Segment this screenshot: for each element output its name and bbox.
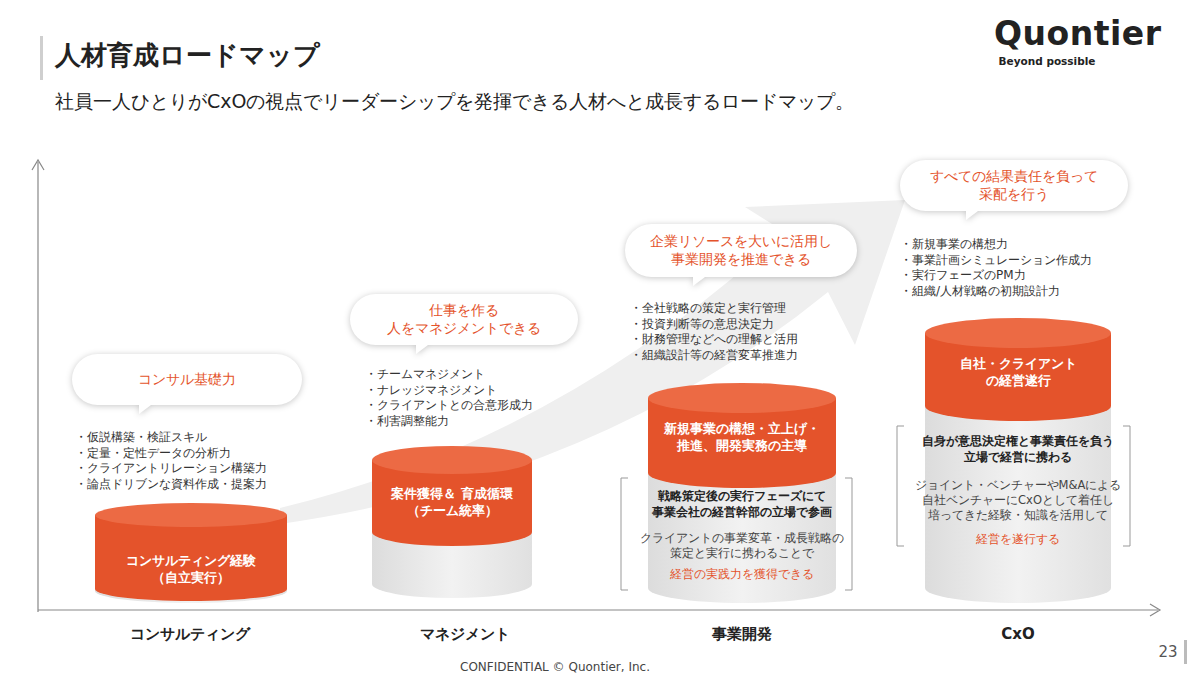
skill-bullet: ・事業計画シミュレーション作成力 <box>900 252 1092 269</box>
axis-label: 事業開発 <box>592 625 892 644</box>
axis-label: マネジメント <box>315 625 615 644</box>
footer: CONFIDENTIAL © Quontier, Inc. <box>405 660 705 674</box>
skill-cylinder: 案件獲得＆ 育成循環（チーム統率） <box>372 446 532 598</box>
subtitle: 社員一人ひとりがCxOの視点でリーダーシップを発揮できる人材へと成長するロードマ… <box>55 89 854 115</box>
cylinder-note: 戦略策定後の実行フェーズにて 事業会社の経営幹部の立場で参画 <box>636 489 848 520</box>
logo: Quontier <box>994 14 1161 53</box>
bubble-text: 企業リソースを大いに活用し 事業開発を推進できる <box>636 233 846 268</box>
skill-bullet: ・チームマネジメント <box>365 366 485 383</box>
skill-bullet: ・クライアントリレーション構築力 <box>75 460 267 477</box>
bracket <box>621 478 628 590</box>
axis-label: CxO <box>868 625 1168 643</box>
title-bar <box>40 36 43 80</box>
skill-bullet: ・クライアントとの合意形成力 <box>365 397 533 414</box>
cylinder-body <box>95 515 287 603</box>
skill-bullet: ・組織設計等の経営変革推進力 <box>630 347 798 364</box>
speech-bubble: 仕事を作る 人をマネジメントできる <box>350 294 578 354</box>
skill-bullet: ・ナレッジマネジメント <box>365 382 497 399</box>
skill-bullet: ・全社戦略の策定と実行管理 <box>630 300 786 317</box>
page-title: 人材育成ロードマップ <box>55 38 320 73</box>
axis-label: コンサルティング <box>40 625 340 644</box>
skill-bullet: ・組織/人材戦略の初期設計力 <box>900 283 1060 300</box>
cylinder-note: 自身が意思決定権と事業責任を負う 立場で経営に携わる <box>909 434 1127 465</box>
cylinder-note: ジョイント・ベンチャーやM&Aによる 自社ベンチャーにCxOとして着任し 培って… <box>909 478 1127 523</box>
bracket <box>1123 426 1130 546</box>
y-axis-head <box>32 160 44 170</box>
cylinder-title: 新規事業の構想・立上げ・ 推進、開発実務の主導 <box>650 421 834 455</box>
bubble-text: 仕事を作る 人をマネジメントできる <box>361 302 567 337</box>
cylinder-note: 経営の実践力を獲得できる <box>648 567 836 583</box>
bubble-outline <box>625 224 857 286</box>
bracket <box>845 478 852 590</box>
bubble-text: コンサル基礎力 <box>83 371 291 389</box>
x-axis <box>38 609 1158 610</box>
skill-bullet: ・利害調整能力 <box>365 413 449 430</box>
skill-bullet: ・定量・定性データの分析力 <box>75 445 231 462</box>
page-number: 23 <box>1018 643 1200 661</box>
skill-bullet: ・論点ドリブンな資料作成・提案力 <box>75 476 267 493</box>
skill-bullet: ・実行フェーズのPM力 <box>900 267 1026 284</box>
cylinder-body <box>372 460 532 598</box>
cylinder-note: クライアントの事業変革・成長戦略の 策定と実行に携わることで <box>636 531 848 561</box>
cylinder-body <box>925 333 1111 603</box>
cylinder-band <box>95 515 287 601</box>
skill-bullet: ・財務管理などへの理解と活用 <box>630 331 798 348</box>
skill-bullet: ・投資判断等の意思決定力 <box>630 316 774 333</box>
cylinder-top <box>925 318 1111 348</box>
cylinder-shape <box>372 446 532 598</box>
cylinder-title: 自社・クライアント の経営遂行 <box>937 356 1099 390</box>
skill-cylinder: 自社・クライアント の経営遂行自身が意思決定権と事業責任を負う 立場で経営に携わ… <box>925 318 1111 603</box>
x-axis-head <box>1150 604 1160 616</box>
speech-bubble: コンサル基礎力 <box>72 354 302 414</box>
page-bar <box>1184 640 1187 664</box>
bubble-outline <box>900 160 1128 220</box>
bubble-outline <box>350 294 578 354</box>
skill-bullet: ・新規事業の構想力 <box>900 236 1008 253</box>
bubble-text: すべての結果責任を負って 采配を行う <box>911 168 1117 203</box>
bubble-outline <box>72 354 302 414</box>
skill-cylinder: 新規事業の構想・立上げ・ 推進、開発実務の主導戦略策定後の実行フェーズにて 事業… <box>648 383 836 603</box>
cylinder-top <box>95 503 287 527</box>
cylinder-top <box>648 383 836 413</box>
cylinder-note: 経営を遂行する <box>925 532 1111 548</box>
speech-bubble: すべての結果責任を負って 采配を行う <box>900 160 1128 220</box>
bracket <box>897 426 904 546</box>
cylinder-top <box>372 446 532 474</box>
y-axis <box>37 162 38 612</box>
logo-tagline: Beyond possible <box>897 55 1197 67</box>
skill-bullet: ・仮説構築・検証スキル <box>75 429 207 446</box>
speech-bubble: 企業リソースを大いに活用し 事業開発を推進できる <box>625 224 857 286</box>
cylinder-title: 案件獲得＆ 育成循環（チーム統率） <box>378 486 526 520</box>
cylinder-title: コンサルティング経験 （自立実行） <box>105 553 277 587</box>
skill-cylinder: コンサルティング経験 （自立実行） <box>95 503 287 603</box>
